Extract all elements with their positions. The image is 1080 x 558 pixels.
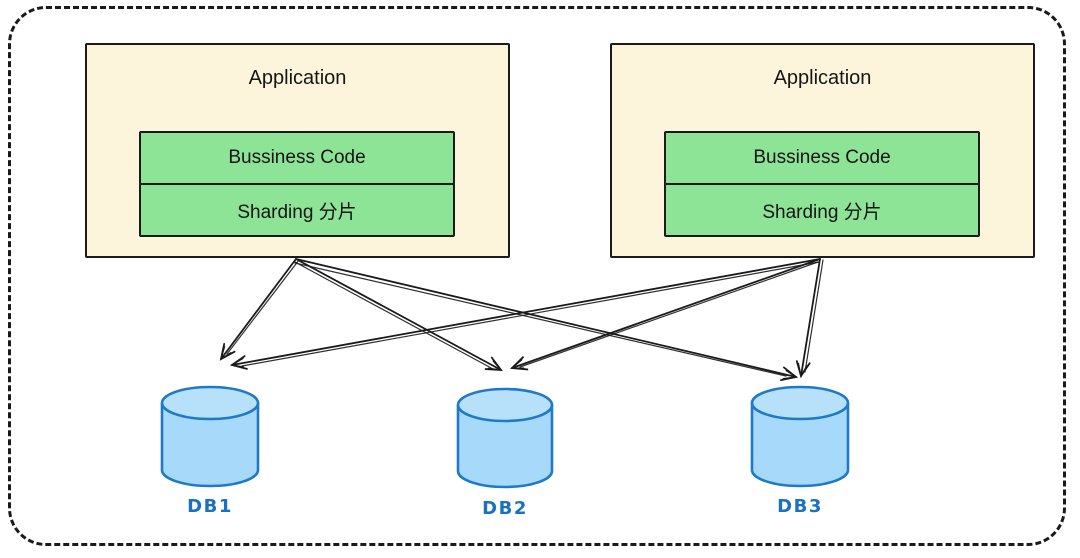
- dashed-border-frame: [8, 6, 1066, 546]
- application-box-2: Application Bussiness Code Sharding 分片: [610, 43, 1035, 258]
- layer-sharding: Sharding 分片: [664, 183, 980, 237]
- layer-sharding: Sharding 分片: [139, 183, 455, 237]
- layer-business-code: Bussiness Code: [664, 131, 980, 185]
- application-title: Application: [773, 67, 872, 89]
- application-box-1: Application Bussiness Code Sharding 分片: [85, 43, 510, 258]
- layer-business-code: Bussiness Code: [139, 131, 455, 185]
- layer-stack: Bussiness Code Sharding 分片: [139, 131, 455, 237]
- layer-stack: Bussiness Code Sharding 分片: [664, 131, 980, 237]
- application-title: Application: [248, 67, 347, 89]
